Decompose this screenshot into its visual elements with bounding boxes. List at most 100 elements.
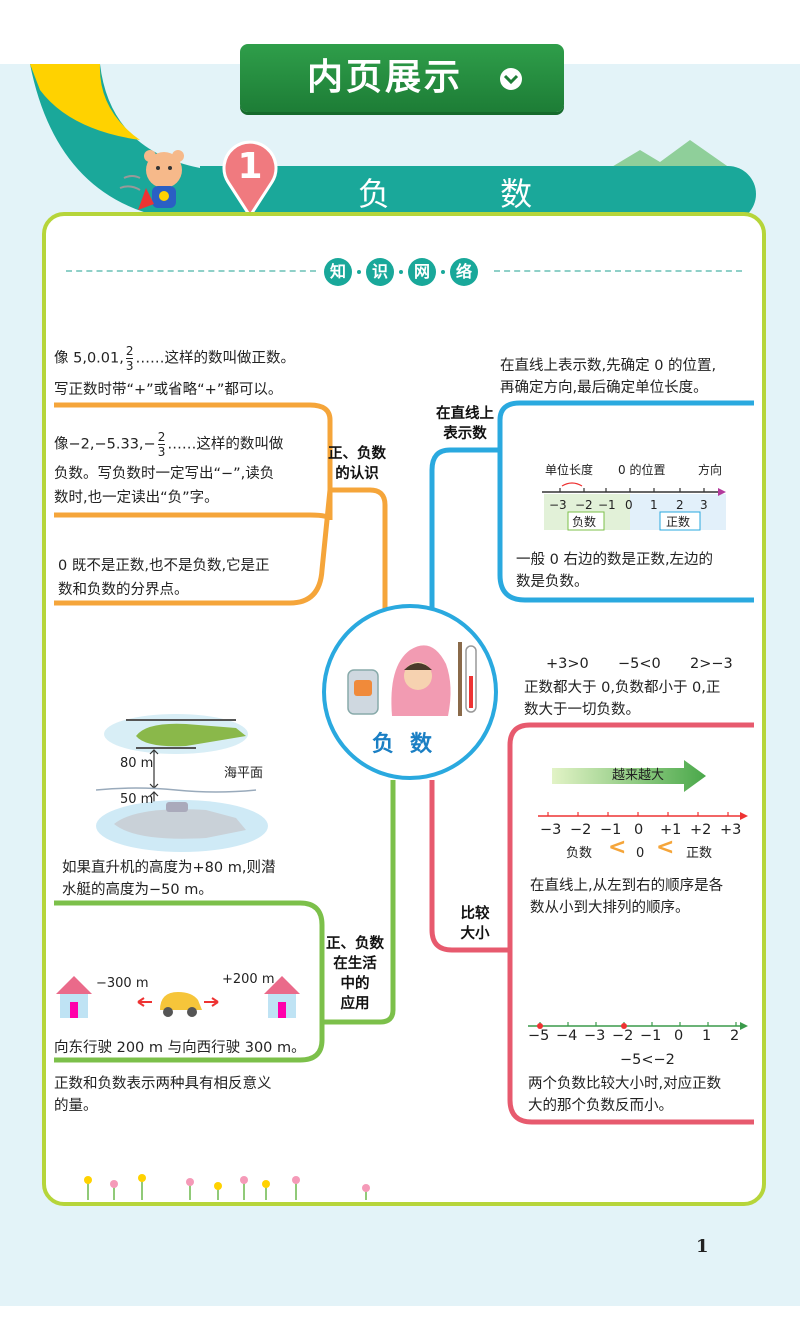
nl1-tick: −2 [575,498,593,512]
compare-text-line1: 正数都大于 0,负数都小于 0,正 [524,680,721,696]
houses-car-illustration [56,976,300,1018]
nl2-tick: 0 [634,822,644,838]
dot [357,270,361,274]
nl1-tick: 2 [676,498,684,512]
submarine-icon [114,809,246,839]
text: ……这样的数叫做 [167,436,284,453]
branch-label-line: 正、负数 [328,446,386,462]
nl3-tick: −2 [612,1028,634,1044]
nl1-tick: 0 [625,498,633,512]
nl2-tick: +2 [690,822,712,838]
nl3-tick: −1 [640,1028,662,1044]
heli-text-line1: 如果直升机的高度为+80 m,则潜 [62,860,276,876]
fraction-den: 3 [157,445,166,459]
compare-example: −5<0 [618,656,661,672]
flowers-icon [84,1174,370,1200]
order-negative: 负数 [566,846,593,861]
order-text-line1: 在直线上,从左到右的顺序是各 [530,878,724,894]
divider-right [494,270,742,272]
chapter-number-pin: 1 [222,138,278,219]
knowledge-char: 络 [450,258,478,286]
negative-def-line3: 数时,也一定读出“负”字。 [54,490,219,506]
header-title: 内页展示 [306,57,463,98]
cold-person-icon [347,642,477,716]
compare-example: +3>0 [546,656,589,672]
nl1-text-line1: 一般 0 右边的数是正数,左边的 [516,552,714,568]
number-line-3 [528,1022,748,1030]
header-tab: 内页展示 [240,44,564,112]
text: ……这样的数叫做正数。 [135,350,295,367]
nl2-tick: −2 [570,822,592,838]
order-text-line2: 数从小到大排列的顺序。 [530,900,690,916]
dot [441,270,445,274]
nl3-tick: 2 [730,1028,740,1044]
number-line-2 [538,812,748,820]
zero-def-line2: 数和负数的分界点。 [58,582,189,598]
dot [399,270,403,274]
branch-label-line: 应用 [340,996,370,1012]
sea-level-label: 海平面 [224,766,264,781]
branch-label-line: 的认识 [335,466,379,482]
nl3-compare: −5<−2 [620,1052,675,1068]
nl3-tick: −5 [528,1028,550,1044]
less-than-symbol: < [656,835,675,860]
meaning-line2: 的量。 [54,1098,98,1114]
nl1-tick: −1 [598,498,616,512]
positive-def-line2: 写正数时带“+”或省略“+”都可以。 [54,382,283,398]
neg-compare-line2: 大的那个负数反而小。 [528,1098,673,1114]
center-topic: 负数 [322,604,498,780]
branch-label-line: 比较 [460,906,490,922]
nl3-tick: 1 [702,1028,712,1044]
fraction-num: 2 [125,344,134,359]
bigger-arrow [552,760,706,792]
branch-label-application: 正、负数 在生活 中的 应用 [322,934,388,1014]
negative-def-line2: 负数。写负数时一定写出“−”,读负 [54,466,275,482]
bigger-arrow-label: 越来越大 [612,768,665,783]
order-zero: 0 [636,846,645,861]
text: 像 5,0.01, [54,350,124,367]
nl3-tick: 0 [674,1028,684,1044]
center-label: 负数 [371,732,448,757]
chevron-down-icon[interactable] [500,68,522,90]
branch-label-numberline: 在直线上 表示数 [428,404,502,444]
bear-mascot-icon [119,150,184,210]
nl2-tick: −1 [600,822,622,838]
nl2-tick: +3 [720,822,742,838]
unit-length-label: 单位长度 [545,463,594,477]
nl3-tick: −4 [556,1028,578,1044]
helicopter-icon [136,723,246,747]
number-line-1 [542,482,726,531]
heli-text-line2: 水艇的高度为−50 m。 [62,882,213,898]
knowledge-char: 网 [408,258,436,286]
nl2-tick: −3 [540,822,562,838]
east-value: +200 m [222,972,275,987]
west-value: −300 m [96,976,149,991]
compare-example: 2>−3 [690,656,733,672]
mountain-icon [610,140,730,168]
helicopter-submarine-illustration [96,714,268,852]
branch-label-line: 大小 [460,926,490,942]
nl1-positive-label: 正数 [666,515,691,529]
heli-height-label: 80 m [120,756,154,771]
neg-compare-line1: 两个负数比较大小时,对应正数 [528,1076,722,1092]
nl2-tick: +1 [660,822,682,838]
fraction-num: 2 [157,430,166,445]
branch-label-line: 在直线上 [436,406,494,422]
order-positive: 正数 [686,846,713,861]
nl1-text-line2: 数是负数。 [516,574,589,590]
numline-intro-line1: 在直线上表示数,先确定 0 的位置, [500,358,717,374]
branch-label-line: 中的 [340,976,370,992]
chapter-number: 1 [237,146,263,187]
knowledge-char: 知 [324,258,352,286]
fraction-den: 3 [125,359,134,373]
page-number: 1 [696,1236,709,1257]
branch-label-line: 表示数 [443,426,487,442]
east-west-text: 向东行驶 200 m 与向西行驶 300 m。 [54,1040,306,1056]
branch-label-line: 在生活 [333,956,377,972]
direction-label: 方向 [698,463,723,477]
text: 像−2,−5.33,− [54,436,156,453]
